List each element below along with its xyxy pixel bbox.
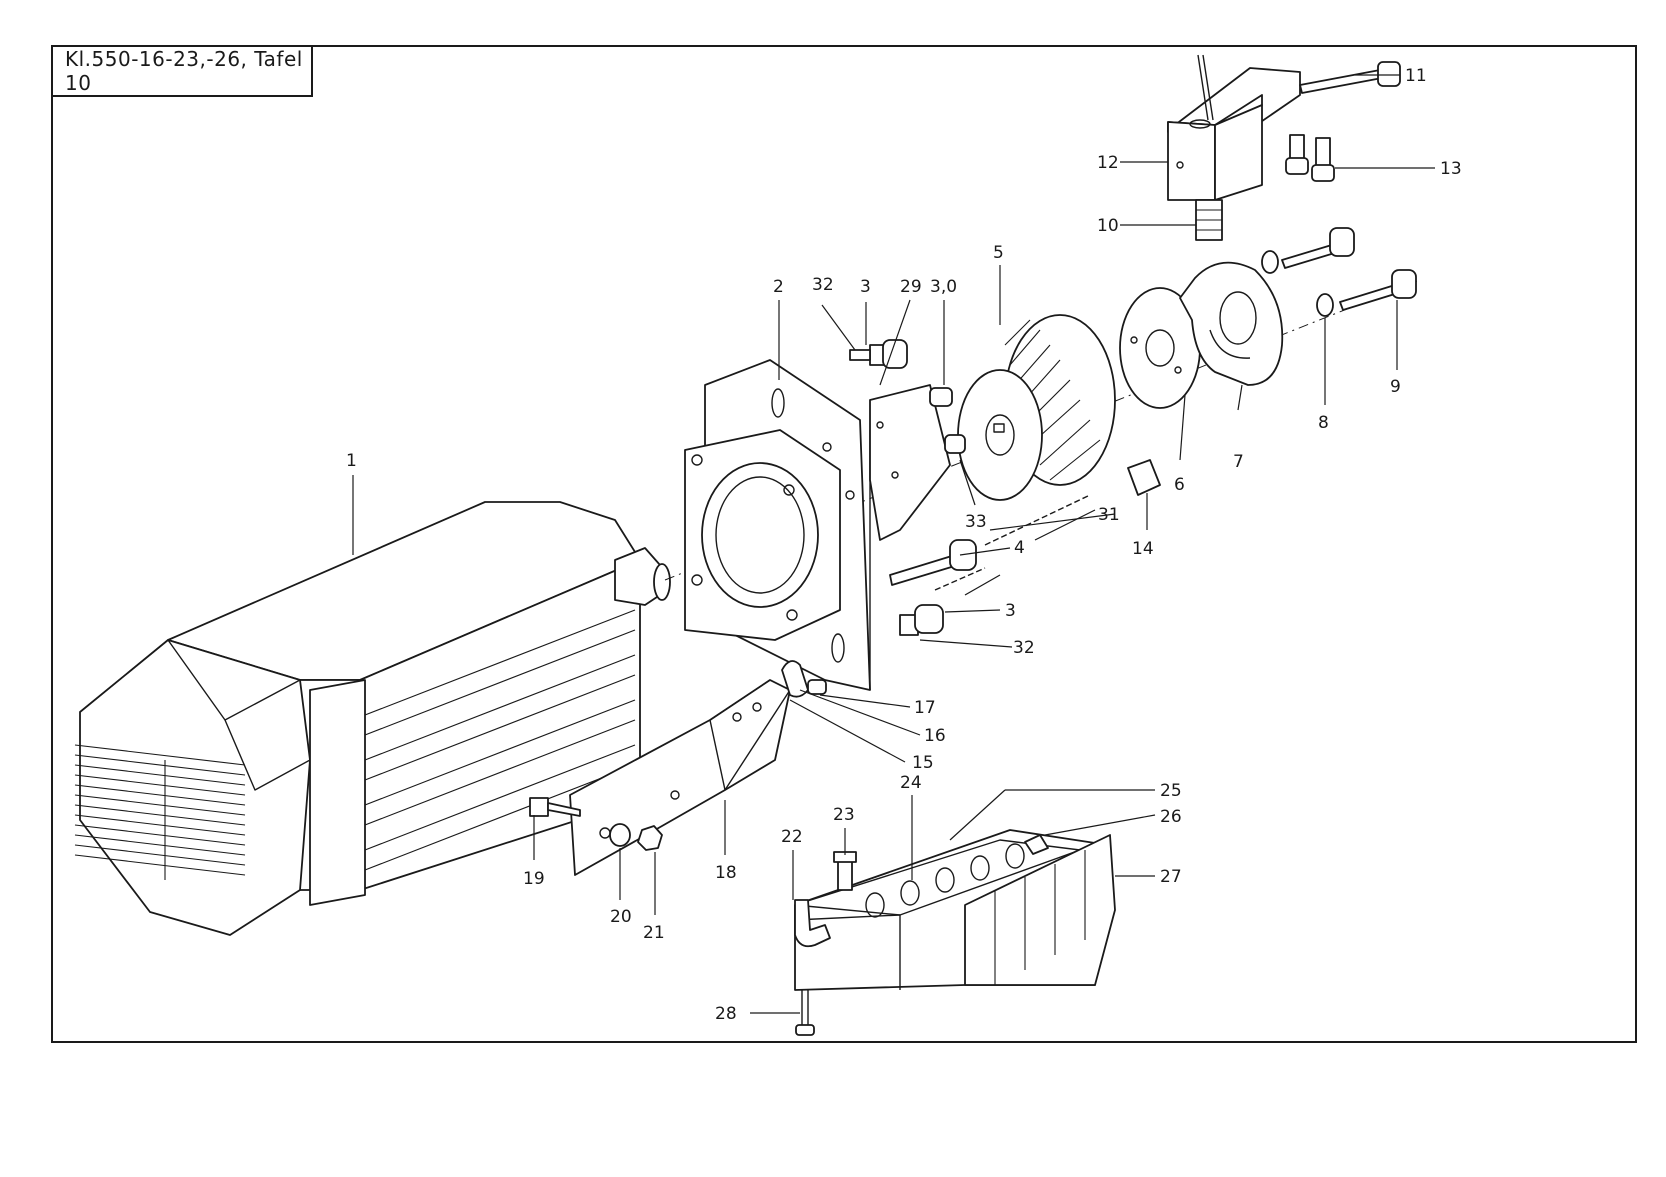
callout-2: 2 bbox=[773, 277, 784, 297]
callout-25: 25 bbox=[1160, 781, 1182, 801]
callout-18: 18 bbox=[715, 863, 737, 883]
callout-30: 3,0 bbox=[930, 277, 957, 297]
drawing-frame bbox=[51, 45, 1637, 1043]
callout-33: 33 bbox=[965, 512, 987, 532]
drawing-title: Kl.550-16-23,-26, Tafel 10 bbox=[51, 45, 313, 97]
callout-16: 16 bbox=[924, 726, 946, 746]
callout-1: 1 bbox=[346, 451, 357, 471]
callout-14: 14 bbox=[1132, 539, 1154, 559]
callout-31: 31 bbox=[1098, 505, 1120, 525]
callout-24: 24 bbox=[900, 773, 922, 793]
callout-27: 27 bbox=[1160, 867, 1182, 887]
callout-6: 6 bbox=[1174, 475, 1185, 495]
callout-3b: 3 bbox=[1005, 601, 1016, 621]
callout-32a: 32 bbox=[812, 275, 834, 295]
callout-26: 26 bbox=[1160, 807, 1182, 827]
callout-15: 15 bbox=[912, 753, 934, 773]
callout-29: 29 bbox=[900, 277, 922, 297]
callout-17: 17 bbox=[914, 698, 936, 718]
valve-block-assembly bbox=[794, 829, 1116, 1036]
callout-19: 19 bbox=[523, 869, 545, 889]
callout-22: 22 bbox=[781, 827, 803, 847]
callout-7: 7 bbox=[1233, 452, 1244, 472]
callout-9: 9 bbox=[1390, 377, 1401, 397]
callout-13: 13 bbox=[1440, 159, 1462, 179]
callout-21: 21 bbox=[643, 923, 665, 943]
shield-part-29 bbox=[869, 384, 951, 541]
callout-23: 23 bbox=[833, 805, 855, 825]
flange-part-2 bbox=[684, 359, 871, 691]
callout-12: 12 bbox=[1097, 153, 1119, 173]
cam-part-7 bbox=[1179, 261, 1284, 386]
callout-5: 5 bbox=[993, 243, 1004, 263]
callout-11: 11 bbox=[1405, 66, 1427, 86]
callout-28: 28 bbox=[715, 1004, 737, 1024]
leader-lines bbox=[352, 74, 1435, 1014]
callout-labels: 1 2 3 3 4 5 6 7 8 9 10 11 12 13 14 15 16… bbox=[346, 66, 1462, 1024]
callout-3a: 3 bbox=[860, 277, 871, 297]
bracket-plate-part-18 bbox=[529, 660, 827, 876]
callout-10: 10 bbox=[1097, 216, 1119, 236]
callout-20: 20 bbox=[610, 907, 632, 927]
callout-32b: 32 bbox=[1013, 638, 1035, 658]
bracket-assembly bbox=[1167, 54, 1401, 241]
pulley-part-5 bbox=[957, 314, 1116, 501]
callout-4: 4 bbox=[1014, 538, 1025, 558]
callout-8: 8 bbox=[1318, 413, 1329, 433]
